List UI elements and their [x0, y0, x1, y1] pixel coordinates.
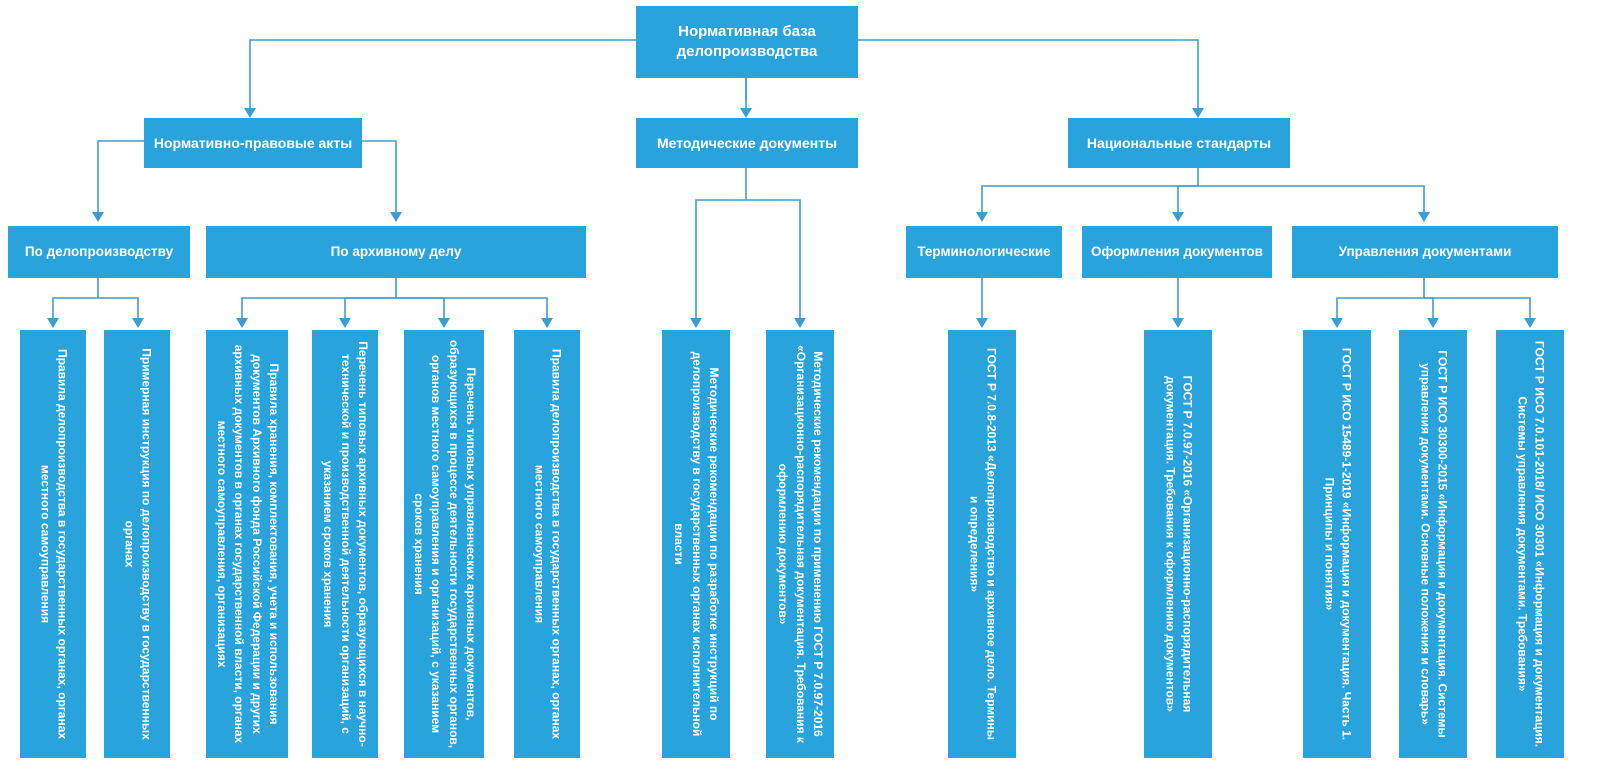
- leaf-method-recommendations-instructions-label: Методические рекомендации по разработке …: [672, 351, 722, 737]
- leaf-office-rules-gov-bodies[interactable]: Правила делопроизводства в государственн…: [20, 330, 86, 758]
- leaf-gost-7-0-97-2016-label: ГОСТ Р 7.0.97-2016 «Организационно-распо…: [1163, 375, 1195, 713]
- leaf-gost-iso-30301-2018-label: ГОСТ Р ИСО 7.0.101-2018/ ИСО 30301 «Инфо…: [1515, 340, 1547, 748]
- leaf-gost-iso-30301-2018[interactable]: ГОСТ Р ИСО 7.0.101-2018/ ИСО 30301 «Инфо…: [1496, 330, 1564, 758]
- node-root-label: Нормативная база делопроизводства: [676, 22, 818, 60]
- node-level1-national-standards[interactable]: Национальные стандарты: [1068, 118, 1290, 168]
- leaf-gost-iso-30300-2015-label: ГОСТ Р ИСО 30300-2015 «Информация и доку…: [1418, 350, 1450, 738]
- node-root[interactable]: Нормативная база делопроизводства: [636, 6, 858, 78]
- node-level1-legal-acts[interactable]: Нормативно-правовые акты: [144, 118, 362, 168]
- leaf-sample-instruction[interactable]: Примерная инструкция по делопроизводству…: [104, 330, 170, 758]
- leaf-gost-7-0-97-2016[interactable]: ГОСТ Р 7.0.97-2016 «Организационно-распо…: [1144, 330, 1212, 758]
- leaf-typical-management-archive-docs-label: Перечень типовых управленческих архивных…: [411, 339, 478, 749]
- leaf-office-rules-local-gov-label: Правила делопроизводства в государственн…: [532, 348, 564, 740]
- node-level1-methodical-docs-label: Методические документы: [656, 134, 838, 151]
- leaf-sample-instruction-label: Примерная инструкция по делопроизводству…: [122, 348, 154, 740]
- node-level2-records-management-label: Управления документами: [1338, 243, 1512, 259]
- leaf-typical-management-archive-docs[interactable]: Перечень типовых управленческих архивных…: [404, 330, 484, 758]
- leaf-gost-7-0-8-2013[interactable]: ГОСТ Р 7.0.8-2013 «Делопроизводство и ар…: [948, 330, 1016, 758]
- leaf-gost-7-0-8-2013-label: ГОСТ Р 7.0.8-2013 «Делопроизводство и ар…: [967, 347, 999, 741]
- node-level2-office-work-label: По делопроизводству: [24, 243, 174, 259]
- node-level2-terminological[interactable]: Терминологические: [906, 226, 1062, 278]
- node-level2-office-work[interactable]: По делопроизводству: [8, 226, 190, 278]
- leaf-typical-scientific-archive-docs[interactable]: Перечень типовых архивных документов, об…: [312, 330, 378, 758]
- leaf-gost-iso-15489-1-2019[interactable]: ГОСТ Р ИСО 15489-1-2019 «Информация и до…: [1303, 330, 1371, 758]
- node-level1-national-standards-label: Национальные стандарты: [1086, 134, 1272, 151]
- leaf-office-rules-gov-bodies-label: Правила делопроизводства в государственн…: [38, 348, 70, 740]
- leaf-typical-scientific-archive-docs-label: Перечень типовых архивных документов, об…: [321, 341, 371, 747]
- leaf-method-recommendations-gost-797-label: Методические рекомендации по применению …: [776, 345, 826, 743]
- node-level1-legal-acts-label: Нормативно-правовые акты: [153, 134, 353, 151]
- leaf-office-rules-local-gov[interactable]: Правила делопроизводства в государственн…: [514, 330, 580, 758]
- leaf-method-recommendations-gost-797[interactable]: Методические рекомендации по применению …: [766, 330, 834, 758]
- node-level2-terminological-label: Терминологические: [917, 243, 1051, 259]
- leaf-method-recommendations-instructions[interactable]: Методические рекомендации по разработке …: [662, 330, 730, 758]
- leaf-gost-iso-15489-1-2019-label: ГОСТ Р ИСО 15489-1-2019 «Информация и до…: [1322, 347, 1354, 741]
- node-level2-document-formatting-label: Оформления документов: [1091, 243, 1263, 259]
- node-level2-document-formatting[interactable]: Оформления документов: [1082, 226, 1272, 278]
- node-level1-methodical-docs[interactable]: Методические документы: [636, 118, 858, 168]
- leaf-archive-fund-storage-rules[interactable]: Правила хранения, комплектования, учета …: [206, 330, 288, 758]
- leaf-archive-fund-storage-rules-label: Правила хранения, комплектования, учета …: [214, 344, 281, 744]
- node-level2-archival[interactable]: По архивному делу: [206, 226, 586, 278]
- leaf-gost-iso-30300-2015[interactable]: ГОСТ Р ИСО 30300-2015 «Информация и доку…: [1399, 330, 1467, 758]
- node-level2-records-management[interactable]: Управления документами: [1292, 226, 1558, 278]
- node-level2-archival-label: По архивному делу: [330, 243, 462, 259]
